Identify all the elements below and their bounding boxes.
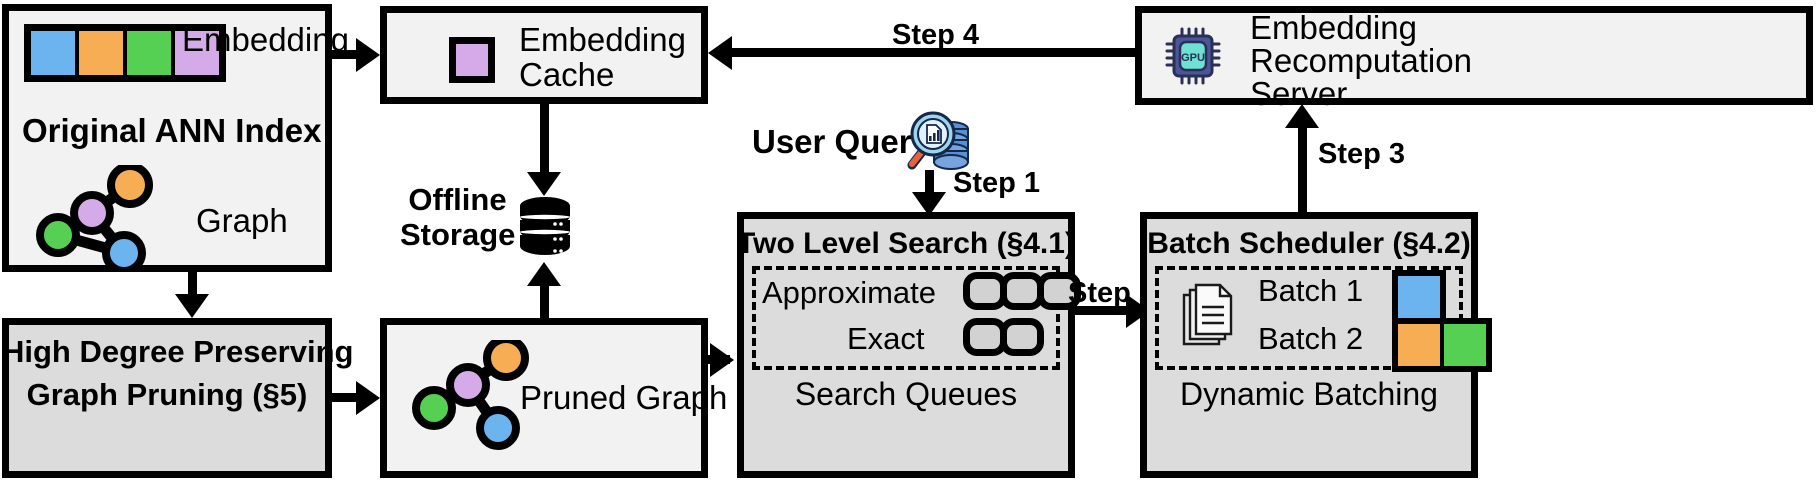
batch-scheduler-title: Batch Scheduler (§4.2) [1147, 227, 1471, 260]
batch-1-cell-blue [1398, 276, 1440, 318]
offline-storage-line1: Offline [408, 182, 507, 217]
arrow-pruning-to-pruned-head [356, 381, 380, 415]
batch-2-label: Batch 2 [1258, 321, 1364, 356]
original-ann-index-title: Original ANN Index [22, 112, 322, 149]
user-query-label: User Query [752, 123, 930, 160]
batch-2-swatches [1392, 318, 1492, 372]
step3-label: Step 3 [1318, 138, 1406, 170]
recomputation-server-line2: Recomputation [1250, 42, 1472, 79]
database-icon [519, 196, 571, 258]
step1-label: Step 1 [953, 167, 1041, 199]
arrow-index-to-cache-line [332, 50, 360, 59]
arrow-pruned-to-search-head [710, 343, 734, 377]
search-queues-panel [752, 266, 1060, 370]
step4-label: Step 4 [892, 19, 980, 51]
gpu-chip-icon: GPU [1163, 25, 1227, 87]
embedding-cache-line2: Cache [519, 56, 615, 93]
arrow-cache-to-storage-line [540, 104, 549, 174]
embedding-cache-line1: Embedding [519, 21, 686, 58]
embedding-cell-orange [79, 31, 127, 75]
recomputation-server-line1: Embedding [1250, 9, 1417, 46]
pruned-graph-icon [410, 340, 540, 452]
embedding-cache-swatch [449, 37, 495, 83]
svg-text:GPU: GPU [1181, 52, 1205, 64]
arrow-query-to-search-line [925, 170, 934, 206]
arrow-pruned-to-storage-head [527, 262, 561, 286]
recomputation-server-box[interactable] [1135, 6, 1813, 105]
queue-row-label-exact: Exact [847, 321, 925, 356]
two-level-search-title: Two Level Search (§4.1) [737, 227, 1075, 260]
embedding-label: Embedding [182, 21, 349, 58]
graph-pruning-box[interactable] [2, 318, 332, 478]
arrow-search-to-batch-line [1075, 306, 1133, 315]
arrow-cache-to-storage-head [527, 172, 561, 196]
arrow-batch-to-server-line [1298, 127, 1307, 212]
search-queues-footer: Search Queues [794, 376, 1018, 412]
arrow-index-to-cache-head [356, 38, 380, 72]
embedding-cell-green [127, 31, 175, 75]
queue-slot-approx-2[interactable] [1000, 272, 1044, 310]
queue-slot-exact-2[interactable] [1000, 318, 1044, 356]
graph-pruning-line2: Graph Pruning (§5) [26, 377, 308, 412]
queue-row-label-approximate: Approximate [762, 275, 937, 310]
graph-label: Graph [196, 202, 288, 239]
arrow-index-to-pruning-line [188, 272, 197, 297]
batch-1-swatches [1392, 270, 1446, 324]
query-search-icon [903, 107, 971, 175]
batch-1-label: Batch 1 [1258, 273, 1364, 308]
original-graph-icon [30, 165, 170, 270]
documents-icon [1178, 281, 1236, 353]
embedding-cache-box[interactable] [380, 6, 708, 104]
offline-storage-line2: Storage [400, 217, 516, 252]
pruned-graph-label: Pruned Graph [520, 379, 728, 416]
dynamic-batching-footer: Dynamic Batching [1180, 376, 1438, 412]
graph-pruning-line1: High Degree Preserving [2, 334, 354, 369]
embedding-strip [24, 24, 226, 82]
batch-2-cell-green [1444, 324, 1486, 366]
arrow-pruning-to-pruned-line [332, 393, 360, 402]
arrow-server-to-cache-head [708, 36, 732, 70]
batch-2-cell-orange [1398, 324, 1444, 366]
embedding-cell-purple [175, 31, 219, 75]
arrow-batch-to-server-head [1285, 104, 1319, 128]
arrow-server-to-cache-line [730, 48, 1138, 57]
embedding-cell-blue [31, 31, 79, 75]
queue-slot-approx-3[interactable] [1037, 272, 1081, 310]
arrow-index-to-pruning-head [175, 294, 209, 318]
arrow-pruned-to-storage-line [540, 285, 549, 325]
